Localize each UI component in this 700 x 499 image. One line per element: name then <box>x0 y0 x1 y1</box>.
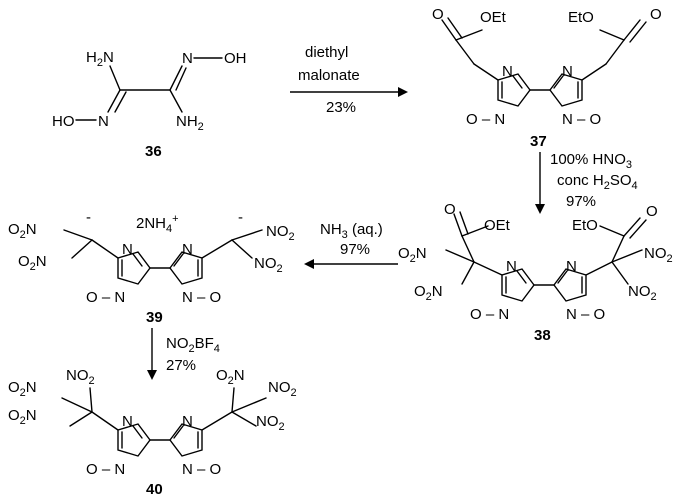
ring-n-o-label: N – O <box>182 289 221 306</box>
ring-n-label: N <box>502 63 513 80</box>
carbonyl-o-label: O <box>432 6 444 23</box>
compound-36: H2N N OH HO N NH2 36 <box>52 49 247 160</box>
oet-label: OEt <box>480 9 507 26</box>
nitro-label: NO2 <box>268 379 297 399</box>
ring-n-label: N <box>182 241 193 258</box>
yield-label: 97% <box>340 241 370 258</box>
compound-40: N N O – N N – O O2N NO2 O2N O2N NO2 NO2 … <box>8 367 297 498</box>
nitro-label: NO2 <box>644 245 673 265</box>
oet-label: OEt <box>484 217 511 234</box>
eto-label: EtO <box>572 217 598 234</box>
oxime-n-label: N <box>98 113 109 130</box>
nitro-label: NO2 <box>256 413 285 433</box>
step-3: NH3 (aq.) 97% <box>304 221 398 269</box>
nitro-label: NO2 <box>254 255 283 275</box>
nitro-label: NO2 <box>66 367 95 387</box>
step-2: 100% HNO3 conc H2SO4 97% <box>535 151 638 214</box>
charge-label: - <box>238 209 243 226</box>
ring-n-o-label: N – O <box>182 461 221 478</box>
ring-n-label: N <box>122 241 133 258</box>
step-4: NO2BF4 27% <box>147 328 220 380</box>
nitro-label: O2N <box>8 407 37 427</box>
compound-number: 40 <box>146 481 163 498</box>
nitro-label: O2N <box>8 379 37 399</box>
nitro-label: NO2 <box>266 223 295 243</box>
reagent-label: NO2BF4 <box>166 335 220 355</box>
reagent-label: conc H2SO4 <box>557 172 638 192</box>
ring-o-n-label: O – N <box>86 289 125 306</box>
nitro-label: O2N <box>8 221 37 241</box>
charge-label: - <box>86 209 91 226</box>
hydroxyl-label: HO <box>52 113 75 130</box>
counterion-label: 2NH4+ <box>136 213 179 235</box>
ring-n-label: N <box>566 258 577 275</box>
compound-39: N N O – N N – O 2NH4+ - O2N O2N - NO2 NO… <box>8 209 295 326</box>
reagent-label: diethyl <box>305 44 348 61</box>
nitro-label: O2N <box>398 245 427 265</box>
oxime-n-label: N <box>182 50 193 67</box>
ring-n-o-label: N – O <box>566 306 605 323</box>
reagent-label: NH3 (aq.) <box>320 221 383 241</box>
compound-number: 39 <box>146 309 163 326</box>
compound-38: N N O – N N – O O OEt O2N O2N O EtO NO2 … <box>398 201 673 344</box>
eto-label: EtO <box>568 9 594 26</box>
yield-label: 23% <box>326 99 356 116</box>
ring-n-label: N <box>122 413 133 430</box>
yield-label: 27% <box>166 357 196 374</box>
ring-n-label: N <box>506 258 517 275</box>
step-1: diethyl malonate 23% <box>290 44 408 116</box>
ring-n-o-label: N – O <box>562 111 601 128</box>
compound-37: N N O – N N – O O OEt O EtO 37 <box>432 6 662 150</box>
hydroxyl-label: OH <box>224 50 247 67</box>
carbonyl-o-label: O <box>646 203 658 220</box>
carbonyl-o-label: O <box>444 201 456 218</box>
compound-number: 38 <box>534 327 551 344</box>
yield-label: 97% <box>566 193 596 210</box>
ring-o-n-label: O – N <box>86 461 125 478</box>
reagent-label: 100% HNO3 <box>550 151 632 171</box>
carbonyl-o-label: O <box>650 6 662 23</box>
compound-number: 36 <box>145 143 162 160</box>
nitro-label: O2N <box>414 283 443 303</box>
ring-n-label: N <box>562 63 573 80</box>
nitro-label: O2N <box>216 367 245 387</box>
compound-number: 37 <box>530 133 547 150</box>
nh2-label: H2N <box>86 49 114 69</box>
nh2-label: NH2 <box>176 113 204 133</box>
nitro-label: O2N <box>18 253 47 273</box>
nitro-label: NO2 <box>628 283 657 303</box>
ring-o-n-label: O – N <box>466 111 505 128</box>
ring-o-n-label: O – N <box>470 306 509 323</box>
ring-n-label: N <box>182 413 193 430</box>
reagent-label: malonate <box>298 67 360 84</box>
